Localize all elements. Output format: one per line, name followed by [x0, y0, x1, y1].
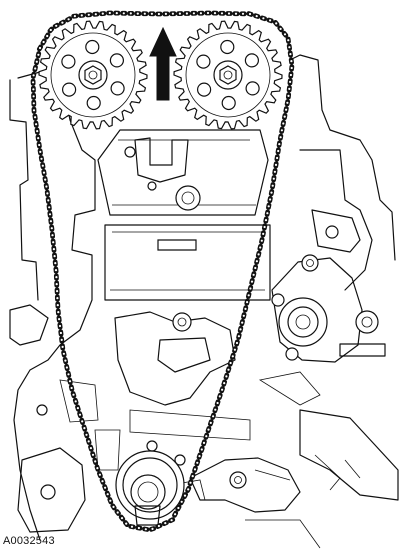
timing-chain	[30, 10, 295, 532]
water-pump	[271, 254, 386, 363]
engine-block	[9, 54, 399, 549]
left-camshaft-sprocket	[38, 20, 148, 130]
figure-id: A0032543	[3, 535, 55, 547]
right-camshaft-sprocket	[173, 20, 283, 130]
crankshaft-sprocket	[115, 450, 185, 526]
arrow-up-icon	[149, 26, 177, 101]
chain-tensioner	[189, 457, 301, 513]
